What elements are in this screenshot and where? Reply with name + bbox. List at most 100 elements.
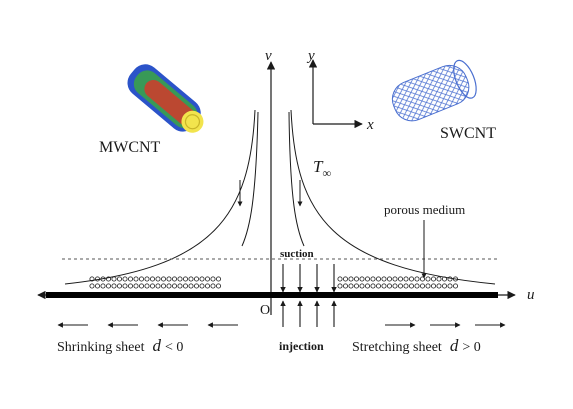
porous-particle <box>447 276 453 282</box>
porous-particle <box>155 283 161 289</box>
streamline-right-outer <box>290 109 496 285</box>
porous-particle <box>353 283 359 289</box>
porous-particle <box>392 283 398 289</box>
porous-particle <box>403 276 409 282</box>
porous-particle <box>342 283 348 289</box>
streamline-right-inner <box>288 111 305 247</box>
porous-particle <box>348 283 354 289</box>
mwcnt-label: MWCNT <box>99 139 161 156</box>
porous-particle <box>370 283 376 289</box>
porous-particle <box>204 283 210 289</box>
porous-particle <box>122 276 128 282</box>
porous-particle <box>166 276 172 282</box>
porous-particle <box>414 283 420 289</box>
porous-particle <box>127 283 133 289</box>
porous-particle <box>375 283 381 289</box>
porous-particle <box>193 283 199 289</box>
porous-particle <box>166 283 172 289</box>
porous-particle <box>215 276 221 282</box>
u-axis-label: u <box>527 287 535 303</box>
porous-particle <box>403 283 409 289</box>
porous-particle <box>381 283 387 289</box>
porous-particle <box>430 283 436 289</box>
porous-particle <box>386 283 392 289</box>
porous-particle <box>95 283 101 289</box>
porous-particle <box>425 283 431 289</box>
porous-particle <box>364 276 370 282</box>
porous-particle <box>210 276 216 282</box>
porous-particle <box>149 283 155 289</box>
porous-particle <box>160 283 166 289</box>
porous-particle <box>392 276 398 282</box>
porous-particle <box>342 276 348 282</box>
porous-particle <box>381 276 387 282</box>
porous-particle <box>155 276 161 282</box>
porous-particle <box>419 283 425 289</box>
porous-particle <box>441 276 447 282</box>
porous-particle <box>122 283 128 289</box>
porous-particle <box>452 276 458 282</box>
porous-particle <box>441 283 447 289</box>
porous-particle <box>436 283 442 289</box>
porous-medium-label: porous medium <box>384 202 465 217</box>
porous-particle <box>144 283 150 289</box>
porous-particle <box>106 283 112 289</box>
porous-particle <box>375 276 381 282</box>
porous-particle <box>414 276 420 282</box>
porous-particle <box>337 283 343 289</box>
porous-particle <box>144 276 150 282</box>
porous-particle <box>117 276 123 282</box>
porous-particle <box>100 283 106 289</box>
injection-label: injection <box>279 339 324 353</box>
porous-particle <box>160 276 166 282</box>
sheet <box>46 292 498 298</box>
swcnt-image <box>391 59 477 122</box>
porous-particle <box>348 276 354 282</box>
porous-particle <box>419 276 425 282</box>
x-axis-label: x <box>366 117 374 133</box>
porous-particle <box>210 283 216 289</box>
porous-particle <box>430 276 436 282</box>
porous-particle <box>100 276 106 282</box>
porous-particle <box>447 283 453 289</box>
y-axis-label: y <box>306 48 315 64</box>
porous-particle <box>364 283 370 289</box>
porous-particle <box>193 276 199 282</box>
porous-particle <box>182 276 188 282</box>
mwcnt-image <box>127 64 204 133</box>
suction-label: suction <box>280 248 314 260</box>
porous-particle <box>397 283 403 289</box>
porous-particle <box>337 276 343 282</box>
v-axis-label: v <box>265 48 272 64</box>
porous-particles-left <box>89 276 221 289</box>
porous-particle <box>95 276 101 282</box>
porous-particle <box>89 283 95 289</box>
porous-particle <box>171 276 177 282</box>
porous-particle <box>359 276 365 282</box>
porous-particle <box>177 276 183 282</box>
porous-particle <box>149 276 155 282</box>
porous-particles-right <box>337 276 458 289</box>
t-infinity-label: T∞ <box>313 157 331 180</box>
streamline-left-outer <box>64 109 256 285</box>
porous-particle <box>359 283 365 289</box>
porous-particle <box>188 276 194 282</box>
porous-particle <box>133 283 139 289</box>
porous-particle <box>425 276 431 282</box>
porous-particle <box>182 283 188 289</box>
porous-particle <box>106 276 112 282</box>
porous-particle <box>171 283 177 289</box>
swcnt-label: SWCNT <box>440 125 496 142</box>
porous-particle <box>177 283 183 289</box>
porous-particle <box>353 276 359 282</box>
porous-particle <box>89 276 95 282</box>
porous-particle <box>436 276 442 282</box>
porous-particle <box>138 276 144 282</box>
porous-particle <box>188 283 194 289</box>
porous-particle <box>138 283 144 289</box>
porous-particle <box>386 276 392 282</box>
porous-particle <box>199 283 205 289</box>
